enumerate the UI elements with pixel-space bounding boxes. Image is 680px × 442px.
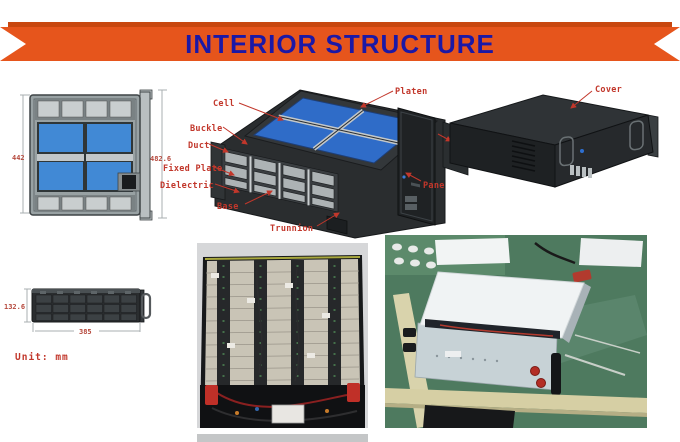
label-fixed-plate: Fixed Plate <box>163 163 223 174</box>
ribbon-fold <box>8 22 672 28</box>
exploded-diagram: Cell Platen Buckle Duct Fixed Plate Diel… <box>160 87 469 239</box>
under-bench-bag <box>423 405 515 428</box>
cover-drawing: Cover <box>449 85 659 188</box>
white-panel-back <box>435 238 510 265</box>
red-tool <box>572 269 592 283</box>
unit-note: Unit: mm <box>15 352 69 363</box>
side-view-drawing: 132.6 385 <box>4 288 152 336</box>
dim-385: 385 <box>79 328 92 336</box>
label-platen: Platen <box>395 87 428 97</box>
label-base: Base <box>217 202 239 212</box>
parts-tray <box>392 243 436 269</box>
cell-tags <box>211 273 330 358</box>
label-dielectric: Dielectric <box>160 180 214 191</box>
wires <box>256 262 300 382</box>
dim-482-6: 482.6 <box>150 155 171 163</box>
label-cover: Cover <box>595 85 622 95</box>
power-terminal-2 <box>536 378 546 388</box>
exploded-annotations: Cell Platen Buckle Duct Fixed Plate Diel… <box>160 87 452 234</box>
cover-box <box>449 94 659 188</box>
power-terminal-1 <box>530 366 540 376</box>
module-end-cap <box>210 141 226 201</box>
breaker-box <box>271 404 305 424</box>
module-blue-cells <box>252 97 425 164</box>
cropped-photo-sliver <box>197 434 368 442</box>
front-view-dimension-left: 442 <box>12 94 30 214</box>
handle-lower <box>403 343 416 352</box>
white-panel-right <box>579 238 643 267</box>
battery-pack <box>200 255 365 428</box>
handle-upper <box>403 328 416 337</box>
bench-rail-shadow <box>385 403 647 417</box>
module-trunnion-foot <box>326 215 348 235</box>
terminal-left <box>205 385 218 405</box>
label-buckle: Buckle <box>190 124 223 134</box>
label-duct: Duct <box>188 141 210 151</box>
label-pane: Pane <box>423 181 445 191</box>
title-ribbon: INTERIOR STRUCTURE <box>0 27 680 61</box>
bench-front-rail <box>385 388 647 413</box>
dim-442: 442 <box>12 154 25 162</box>
assembly-arrow <box>437 133 452 142</box>
front-view-drawing: 442 <box>12 89 171 221</box>
page-title: INTERIOR STRUCTURE <box>185 29 495 59</box>
cover-annotation: Cover <box>570 85 622 109</box>
cable <box>534 242 576 265</box>
corner-handle-bar <box>551 353 561 395</box>
module-cell-grid <box>221 147 339 213</box>
side-view-dimensions: 132.6 385 <box>4 288 141 336</box>
label-trunnion: Trunnion <box>270 223 313 234</box>
front-view-body <box>29 89 153 221</box>
enclosure <box>403 271 591 395</box>
serial-label <box>445 351 461 357</box>
photo-battery-pack-top <box>197 243 368 442</box>
module-rear-panel <box>397 107 436 226</box>
dim-132-6: 132.6 <box>4 303 25 311</box>
front-view-dimension-right: 482.6 <box>150 89 171 219</box>
terminal-right <box>347 383 360 402</box>
side-view-body <box>31 288 152 323</box>
photo-gap <box>197 428 368 434</box>
label-cell: Cell <box>213 99 235 109</box>
photo-enclosure-workbench <box>385 235 647 428</box>
